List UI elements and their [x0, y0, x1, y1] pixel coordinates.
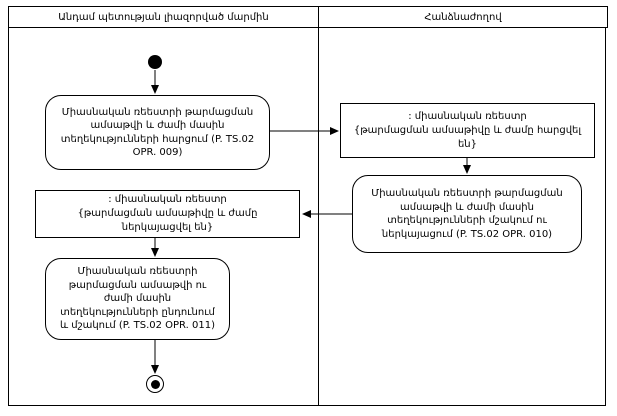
object-node-unified-register-presented: : միասնական ռեեստր {թարմացման ամսաթիվը և…	[35, 190, 300, 238]
action-process-present-info-010: Միասնական ռեեստրի թարմացման ամսաթվի և ժա…	[352, 175, 582, 253]
swimlane-header-authorized-body: Անդամ պետության լիազորված մարմին	[8, 6, 319, 28]
object-node-title: : միասնական ռեեստր	[108, 194, 227, 205]
swimlane-header-commission: Հանձնաժողով	[318, 6, 608, 28]
swimlane-divider	[318, 6, 319, 406]
object-node-unified-register-requested: : միասնական ռեեստր {թարմացման ամսաթիվը և…	[340, 103, 595, 158]
object-node-state: {թարմացման ամսաթիվը և ժամը հարցվել են}	[353, 124, 582, 150]
initial-node	[148, 55, 162, 69]
action-receive-process-info-011: Միասնական ռեեստրի թարմացման ամսաթվի ու ժ…	[45, 258, 230, 340]
final-node	[146, 375, 164, 393]
object-node-state: {թարմացման ամսաթիվը և ժամը ներկայացվել ե…	[77, 208, 258, 233]
final-node-dot	[150, 379, 160, 389]
object-node-title: : միասնական ռեեստր	[408, 110, 527, 122]
action-request-update-info-009: Միասնական ռեեստրի թարմացման ամսաթվի և ժա…	[45, 95, 270, 170]
